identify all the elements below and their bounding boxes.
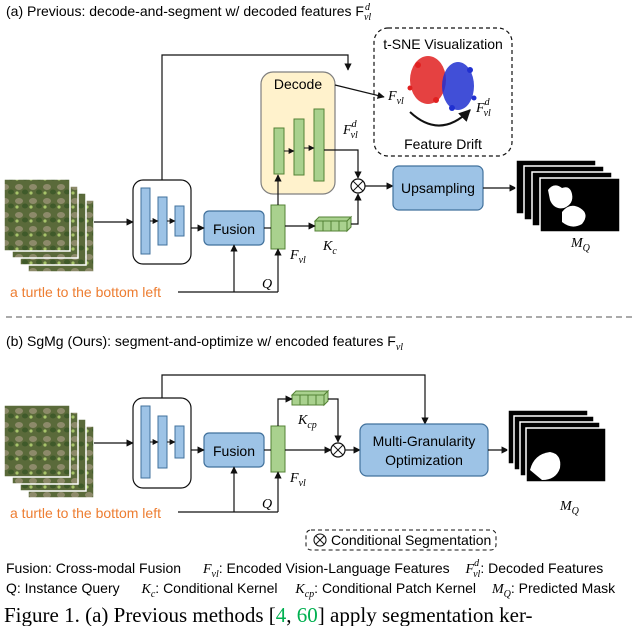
mgo-label-line1: Multi-Granularity xyxy=(373,433,476,449)
kcp-label: Kcp xyxy=(297,413,317,431)
fusion-label-a: Fusion xyxy=(213,221,255,237)
input-video-frames-a xyxy=(3,178,95,273)
predicted-masks-a xyxy=(515,159,621,233)
input-video-frames-b xyxy=(3,404,95,499)
tsne-scatter-red xyxy=(407,56,446,104)
skip-connection-b xyxy=(161,374,429,425)
skip-connection-a xyxy=(161,54,352,180)
fvl-feature-a xyxy=(270,204,286,250)
decode-to-tsne-arrow xyxy=(334,84,385,99)
fusion-label-b: Fusion xyxy=(213,443,255,459)
text-query-b: a turtle to the bottom left xyxy=(10,505,161,521)
tsne-fvl-label: Fvl xyxy=(387,89,404,107)
tsne-scatter-blue xyxy=(442,62,477,111)
kc-label: Kc xyxy=(322,239,337,257)
cond-seg-legend-label: Conditional Segmentation xyxy=(331,532,491,548)
legend-row-1: Fusion: Cross-modal Fusion Fvl: Encoded … xyxy=(6,558,603,580)
mq-label-b: MQ xyxy=(559,499,580,517)
kcp-kernel xyxy=(290,389,330,407)
panel-b-title: (b) SgMg (Ours): segment-and-optimize w/… xyxy=(6,333,403,353)
text-query-a: a turtle to the bottom left xyxy=(10,284,161,300)
cond-seg-legend-box xyxy=(305,529,497,551)
mgo-block xyxy=(359,423,489,477)
tsne-title: t-SNE Visualization xyxy=(383,36,503,52)
decode-label: Decode xyxy=(274,76,322,92)
legend-row-2: Q: Instance Query Kc: Conditional Kernel… xyxy=(6,580,616,600)
mq-label-a: MQ xyxy=(570,236,591,254)
upsampling-label: Upsampling xyxy=(401,180,475,196)
fvl-label-b: Fvl xyxy=(289,471,306,489)
figure-caption: Figure 1. (a) Previous methods [4, 60] a… xyxy=(4,603,533,626)
panel-a-title: (a) Previous: decode-and-segment w/ deco… xyxy=(6,2,371,23)
feature-drift-arrow xyxy=(409,109,471,127)
query-label-a: Q xyxy=(262,277,272,292)
fvl-label-a: Fvl xyxy=(289,248,306,266)
mgo-label-line2: Optimization xyxy=(385,452,463,468)
feature-drift-label: Feature Drift xyxy=(404,136,482,152)
fvl-feature-b xyxy=(270,425,286,473)
query-label-b: Q xyxy=(262,497,272,512)
predicted-masks-b xyxy=(507,409,607,483)
kc-kernel xyxy=(313,215,353,233)
